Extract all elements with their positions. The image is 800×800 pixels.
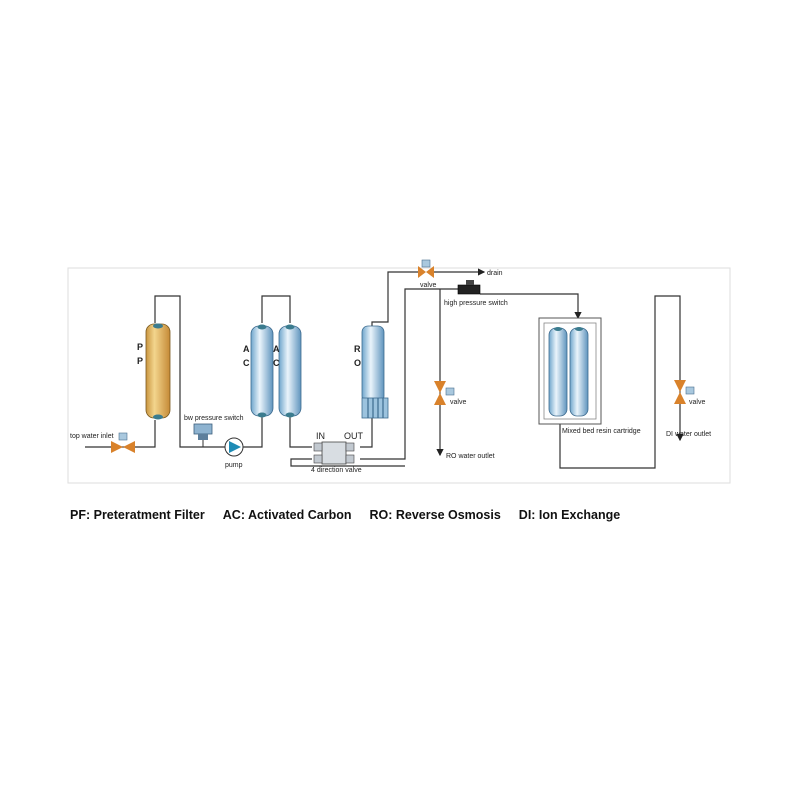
drain-label: drain bbox=[487, 270, 503, 277]
pp-label-1: P bbox=[137, 342, 143, 352]
mixed-bed-cartridge bbox=[538, 317, 602, 425]
pipes bbox=[85, 268, 684, 469]
low-pressure-switch bbox=[193, 423, 213, 447]
ro-outlet-valve[interactable] bbox=[434, 381, 455, 405]
drain-valve[interactable] bbox=[418, 259, 434, 278]
valve-out-label: OUT bbox=[344, 431, 364, 441]
inlet-valve[interactable] bbox=[111, 432, 135, 453]
valve-in-label: IN bbox=[316, 431, 325, 441]
drain-valve-label: valve bbox=[420, 282, 436, 289]
low-pressure-switch-label: bw pressure switch bbox=[184, 415, 244, 422]
diagram-frame bbox=[67, 267, 731, 484]
ac1-label-1: A bbox=[243, 344, 250, 354]
ac-vessel-2 bbox=[278, 324, 302, 418]
ro-label-1: R bbox=[354, 344, 361, 354]
high-pressure-switch bbox=[457, 280, 481, 295]
legend: PF: Preteratment Filter AC: Activated Ca… bbox=[70, 508, 770, 522]
ro-outlet-label: RO water outlet bbox=[446, 453, 495, 460]
ac2-label-2: C bbox=[273, 358, 280, 368]
pump bbox=[224, 437, 244, 457]
di-valve-label: valve bbox=[689, 399, 705, 406]
four-direction-valve[interactable] bbox=[313, 441, 355, 465]
four-direction-valve-label: 4 direction valve bbox=[311, 467, 362, 474]
ro-label-2: O bbox=[354, 358, 361, 368]
ac-vessel-1 bbox=[250, 324, 274, 418]
di-outlet-valve[interactable] bbox=[674, 380, 695, 404]
ac1-label-2: C bbox=[243, 358, 250, 368]
legend-item-di: DI: Ion Exchange bbox=[518, 508, 621, 522]
ac2-label-1: A bbox=[273, 344, 280, 354]
legend-item-ro: RO: Reverse Osmosis bbox=[369, 508, 501, 522]
pump-label: pump bbox=[225, 462, 243, 469]
pp-filter-vessel bbox=[145, 323, 171, 420]
legend-item-ac: AC: Activated Carbon bbox=[222, 508, 352, 522]
mixed-bed-label: Mixed bed resin cartridge bbox=[562, 428, 641, 435]
ro-valve-label: valve bbox=[450, 399, 466, 406]
pp-label-2: P bbox=[137, 356, 143, 366]
high-pressure-switch-label: high pressure switch bbox=[444, 300, 508, 307]
legend-item-pf: PF: Preteratment Filter bbox=[70, 508, 205, 522]
di-outlet-label: DI water outlet bbox=[666, 431, 711, 438]
ro-membrane-vessel bbox=[361, 325, 389, 419]
inlet-label: top water inlet bbox=[70, 433, 114, 440]
